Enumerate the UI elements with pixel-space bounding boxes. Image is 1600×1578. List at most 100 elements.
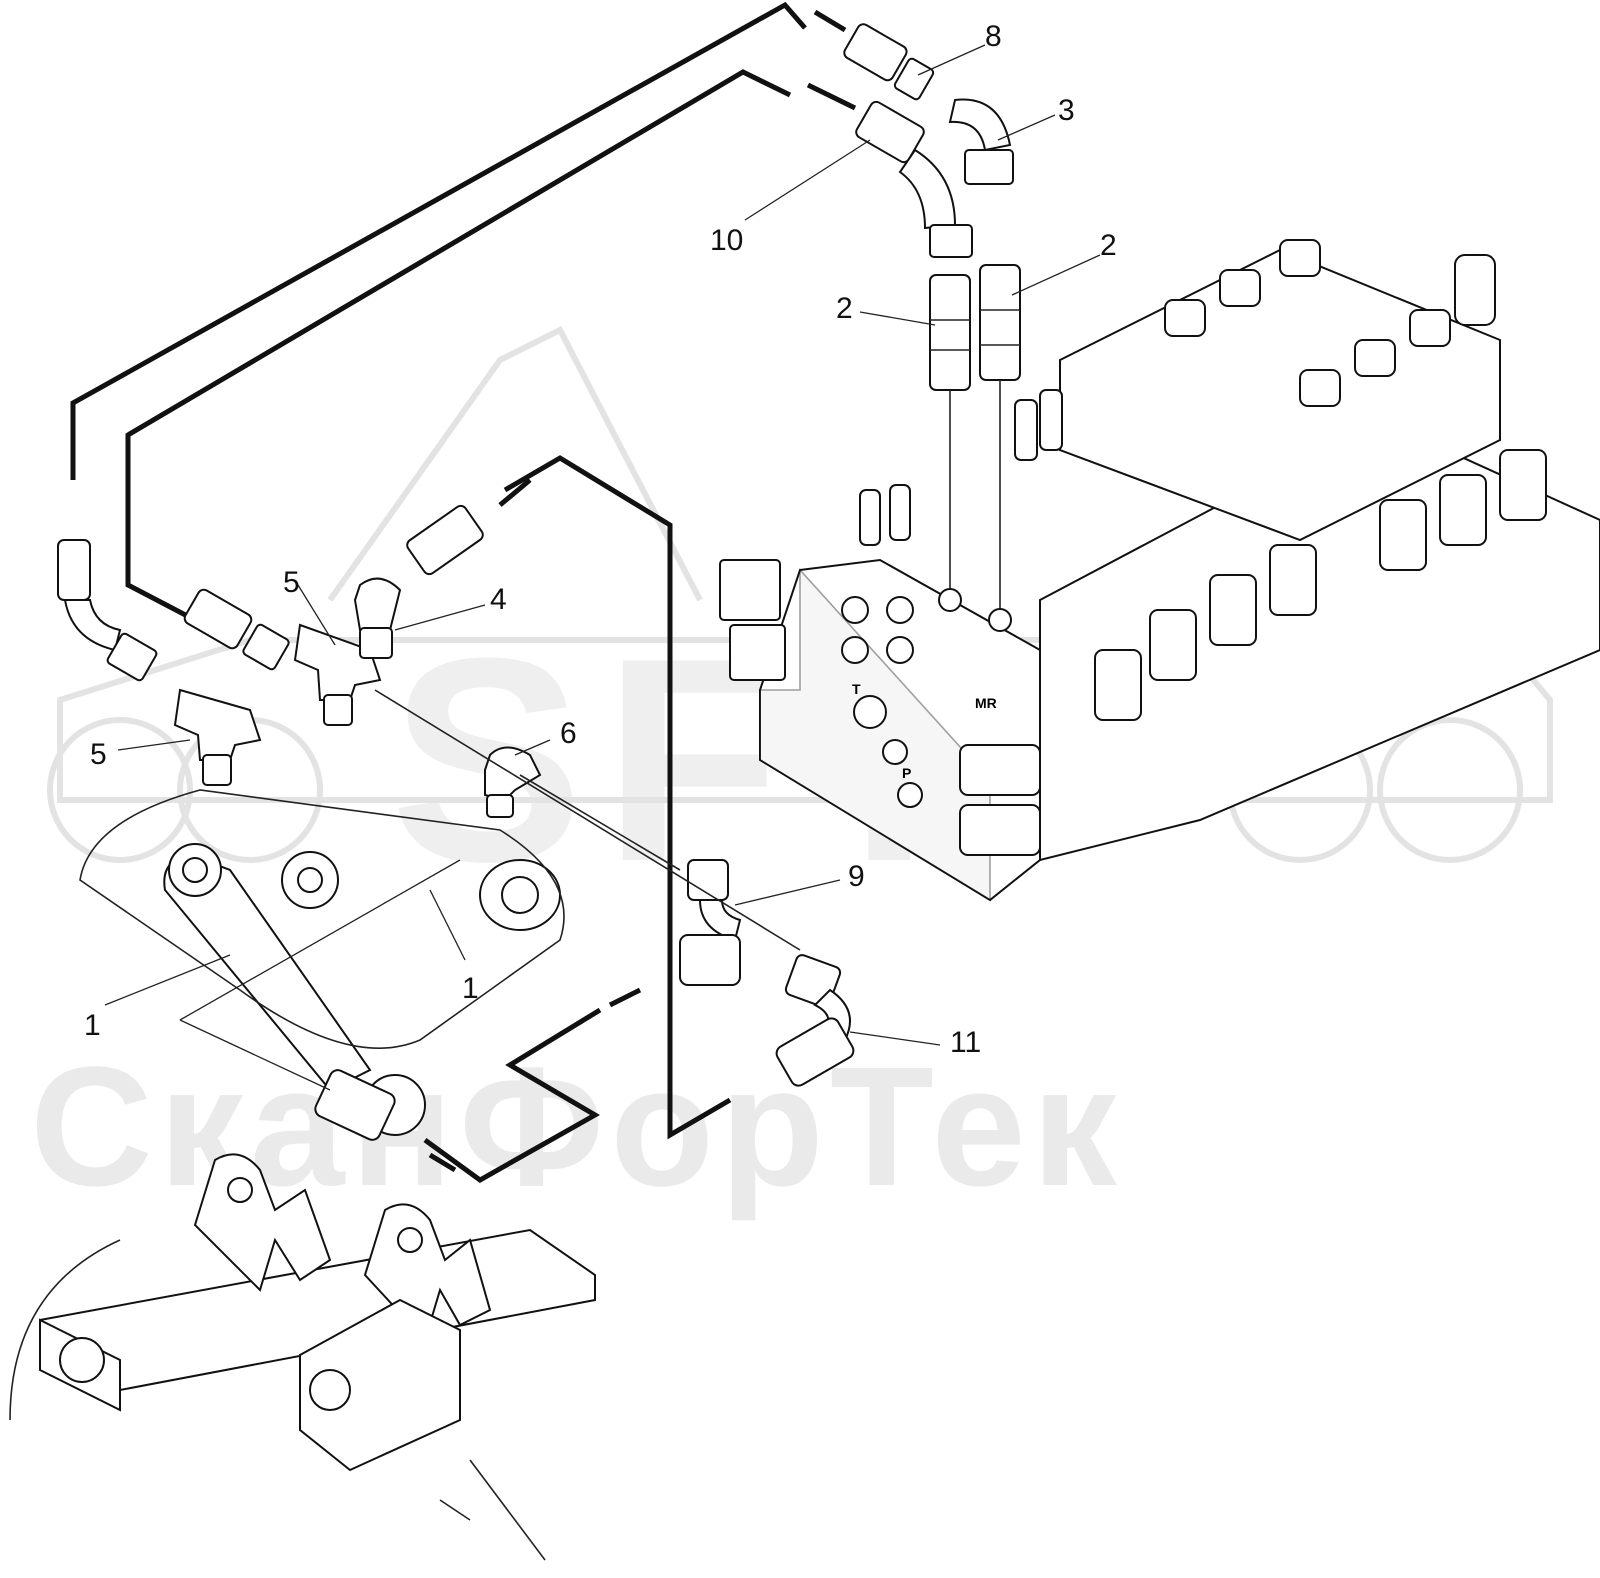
leader-3 [997,114,1056,141]
leader-9 [734,879,841,906]
left-fittings [57,504,542,818]
hose-crimp-10 [855,100,925,164]
stack-fitting-2 [1039,389,1063,451]
coils [959,449,1547,856]
stack-fitting-1 [1014,399,1038,461]
axis-9 [519,774,681,871]
nut-10 [929,224,973,258]
hose-outer-loop [70,1,807,480]
hose-9-bend [698,899,742,942]
valve-caps [1164,239,1451,407]
beam-bore [59,1337,105,1383]
right-lower-hoses [374,689,855,1087]
valve-block-assembly: T P MR [719,239,1600,902]
callout-8: 8 [985,20,1002,53]
port-1 [841,596,869,624]
hose-crimp-left [57,539,91,601]
elbow-4-stem [359,627,393,659]
coil-3 [1209,574,1257,646]
tee-5-left-stem [202,754,232,786]
hose-inner-loop [125,69,792,623]
solenoid-connector-a [719,559,781,621]
callout-1-left: 1 [84,1009,101,1042]
frame-curve-right [469,1459,546,1561]
label-t: T [852,681,861,697]
coil-9 [959,804,1041,856]
cylinder-1-left-eye-inner [182,857,208,883]
frame-curve-right2 [439,1499,471,1521]
nut-8 [893,57,935,101]
cylinder-1-right-eye-inner [501,876,539,914]
leader-5-left [117,739,191,751]
callout-9: 9 [848,860,865,893]
leader-2-left [859,311,936,326]
callout-2-right: 2 [1100,229,1117,262]
callout-6: 6 [560,717,577,750]
cap-4 [1409,309,1451,347]
stack-fittings [859,389,1063,546]
coil-7 [1499,449,1547,521]
stack-fitting-3 [859,489,881,546]
port-t [853,695,887,729]
nut-3 [964,149,1014,185]
lower-fitting [314,1069,396,1141]
callout-4: 4 [490,583,507,616]
leader-1-fan [179,859,461,1091]
tee-5-right-stem [323,694,353,726]
callout-2-left: 2 [836,292,853,325]
callout-5-top: 5 [283,566,300,599]
port-5 [938,588,962,612]
hose-center-loop [503,455,732,1140]
hose-bend-left [63,599,122,652]
port-2 [886,596,914,624]
callouts: 8 3 10 2 2 5 4 5 6 9 1 1 11 [84,20,1117,1059]
port-6 [988,608,1012,632]
leader-6 [514,739,551,756]
hose-center-top [498,478,532,507]
cap-5 [1354,339,1396,377]
leader-4 [394,604,486,631]
hose-crimp-mid [183,588,253,650]
port-4 [886,636,914,664]
leader-1-left [104,954,231,1006]
coil-8 [959,744,1041,796]
leader-10 [744,139,871,221]
leader-5-top [297,584,336,646]
elbow-6-stem [486,794,514,818]
stack-fitting-4 [889,484,911,541]
coil-2 [1149,609,1197,681]
callout-3: 3 [1058,94,1075,127]
cylinder-mid-eye-inner [297,867,323,893]
cap-1 [1279,239,1321,277]
tee-5-left [173,688,262,761]
frame-curve-left [9,1239,121,1421]
leader-11 [849,1031,941,1046]
hose-loops [70,1,857,1183]
coil-4 [1269,544,1317,616]
leader-2-right [1011,254,1101,296]
callout-11: 11 [950,1026,981,1059]
axis-long [374,689,801,951]
cap-3 [1164,299,1206,337]
callout-10: 10 [710,224,743,257]
hose-lower-zig [423,1007,602,1183]
top-fittings [843,23,1014,258]
frame-arm [299,1298,461,1472]
hose-crimp-8 [843,23,908,82]
hose-lower-right [608,987,642,1008]
lug-left-hole [227,1177,253,1203]
frame-arm-hole [309,1369,351,1411]
hose-crimp-center [406,504,484,576]
nut-left [106,632,158,682]
leader-1-right [429,889,466,961]
hose-outer-top-right [813,9,847,33]
port-m [882,739,908,765]
cap-2 [1219,269,1261,307]
leader-lines [104,44,1101,1091]
coil-5 [1379,499,1427,571]
adapter-2-right [979,264,1021,381]
callout-1-right: 1 [462,972,479,1005]
leader-8 [917,44,986,76]
hose-inner-top-right [806,82,857,111]
